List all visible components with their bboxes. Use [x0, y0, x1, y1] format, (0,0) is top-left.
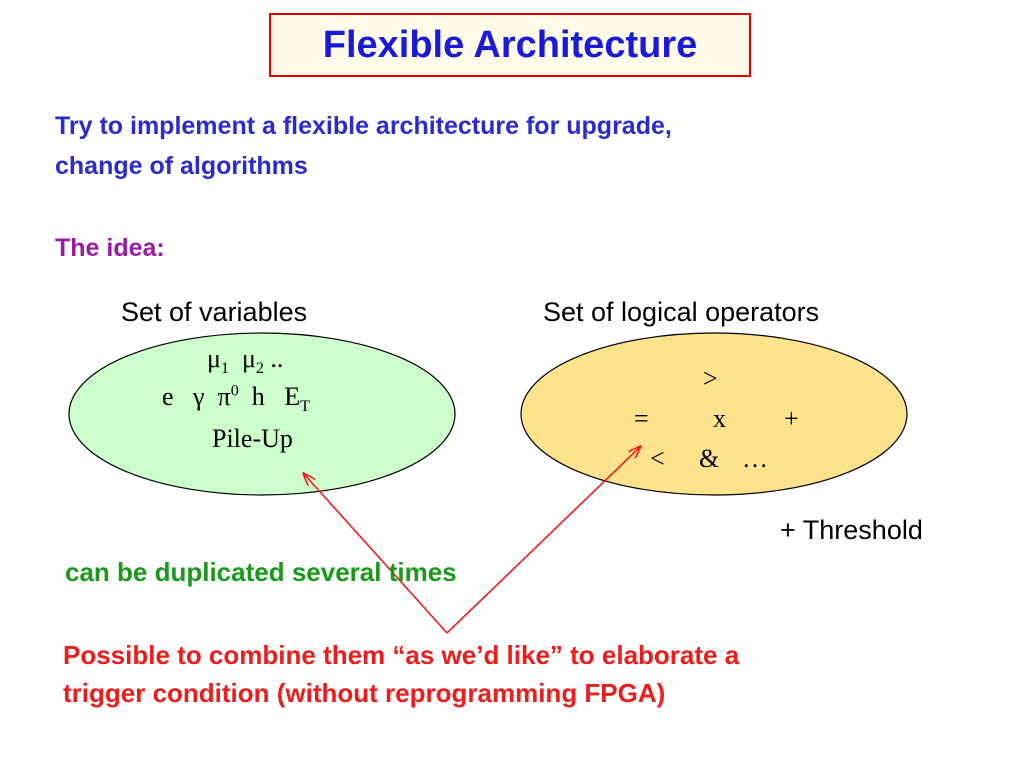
- operator-equals: =: [634, 404, 649, 433]
- threshold-label: + Threshold: [780, 515, 923, 545]
- combine-line-1: Possible to combine them “as we’d like” …: [63, 640, 740, 670]
- operator-less-than: <: [650, 444, 665, 473]
- et-subscript: T: [300, 398, 310, 416]
- intro-line-2: change of algorithms: [55, 152, 308, 180]
- combine-line-2: trigger condition (without reprogramming…: [63, 678, 666, 708]
- pi0-superscript: 0: [230, 382, 239, 400]
- h-symbol: h: [251, 382, 265, 411]
- mu2-symbol: μ: [241, 344, 256, 373]
- operator-plus: +: [784, 404, 799, 433]
- idea-label: The idea:: [55, 234, 165, 262]
- gamma-symbol: γ: [193, 382, 205, 411]
- operators-ellipse: [520, 332, 908, 496]
- operator-ellipsis: …: [742, 444, 768, 473]
- arrow-to-operators: [446, 447, 640, 634]
- mu-dots: ..: [270, 344, 284, 373]
- operator-and: &: [699, 444, 720, 473]
- intro-line-1: Try to implement a flexible architecture…: [55, 112, 672, 140]
- particles-row: e γ π0 h ET: [162, 382, 310, 416]
- muon-row: μ1 μ2 ..: [207, 344, 283, 378]
- electron-symbol: e: [162, 382, 174, 411]
- variables-heading: Set of variables: [121, 297, 308, 327]
- mu1-symbol: μ: [207, 344, 221, 373]
- arrow-to-variables: [304, 474, 448, 634]
- duplicated-note: can be duplicated several times: [65, 557, 457, 587]
- mu2-subscript: 2: [255, 360, 264, 378]
- et-symbol: E: [284, 382, 301, 411]
- operators-heading: Set of logical operators: [543, 297, 820, 327]
- operator-x: x: [713, 404, 726, 433]
- variables-ellipse: [68, 332, 456, 496]
- page-title: Flexible Architecture: [322, 23, 698, 66]
- mu1-subscript: 1: [220, 360, 229, 378]
- pi0-symbol: π: [217, 382, 231, 411]
- title-box: Flexible Architecture: [269, 13, 751, 77]
- operator-greater-than: >: [703, 364, 718, 393]
- pileup-label: Pile-Up: [212, 424, 293, 453]
